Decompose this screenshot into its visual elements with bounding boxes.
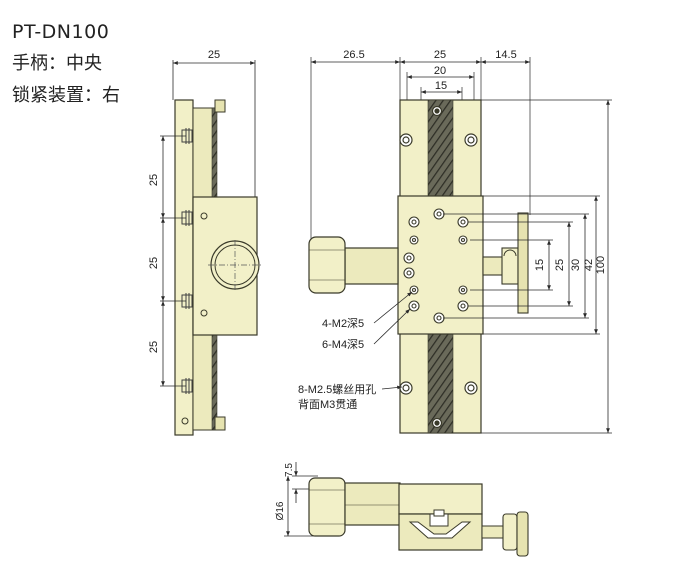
dim-v-15: 15 [534,259,546,271]
dim-25-top: 25 [434,49,446,61]
top-view: 26.5 25 14.5 20 15 [298,49,612,434]
spec-block: PT-DN100 手柄：中央 锁紧装置：右 [12,20,120,116]
dim-14-5: 14.5 [495,49,516,61]
dim-v-42: 42 [583,259,595,271]
dim-v-30: 30 [570,259,582,271]
dim-v-100: 100 [595,256,607,274]
callout-8-m25: 8-M2.5螺丝用孔 [298,383,376,396]
dim-26-5: 26.5 [343,49,364,61]
side-width-dim: 25 [208,49,220,61]
lock-shaft [482,256,504,276]
callout-4-m2: 4-M2深5 [322,317,364,330]
dim-20: 20 [434,65,446,77]
front-view: 7.5 Ø16 [275,462,529,557]
dim-7-5: 7.5 [284,463,295,477]
side-view: 25 [148,49,262,436]
front-knob [308,477,346,537]
lock-spec: 锁紧装置：右 [12,85,120,106]
pitch-dim-1: 25 [148,174,160,186]
callout-6-m4: 6-M4深5 [322,338,364,351]
dim-v-25: 25 [554,259,566,271]
handle-shaft [344,247,399,285]
lock-lever [517,212,529,314]
pitch-dim-3: 25 [148,341,160,353]
front-carriage [398,483,483,515]
handle-spec: 手柄：中央 [12,53,102,74]
pitch-dim-2: 25 [148,257,160,269]
side-base-plate [174,99,194,436]
front-shaft [344,482,401,526]
dim-dia-16: Ø16 [275,501,286,520]
dim-15-top: 15 [435,80,447,92]
callout-m3: 背面M3贯通 [298,397,357,411]
handle-knob [308,236,346,294]
front-lock-lever [516,511,529,557]
model-label: PT-DN100 [12,21,110,43]
